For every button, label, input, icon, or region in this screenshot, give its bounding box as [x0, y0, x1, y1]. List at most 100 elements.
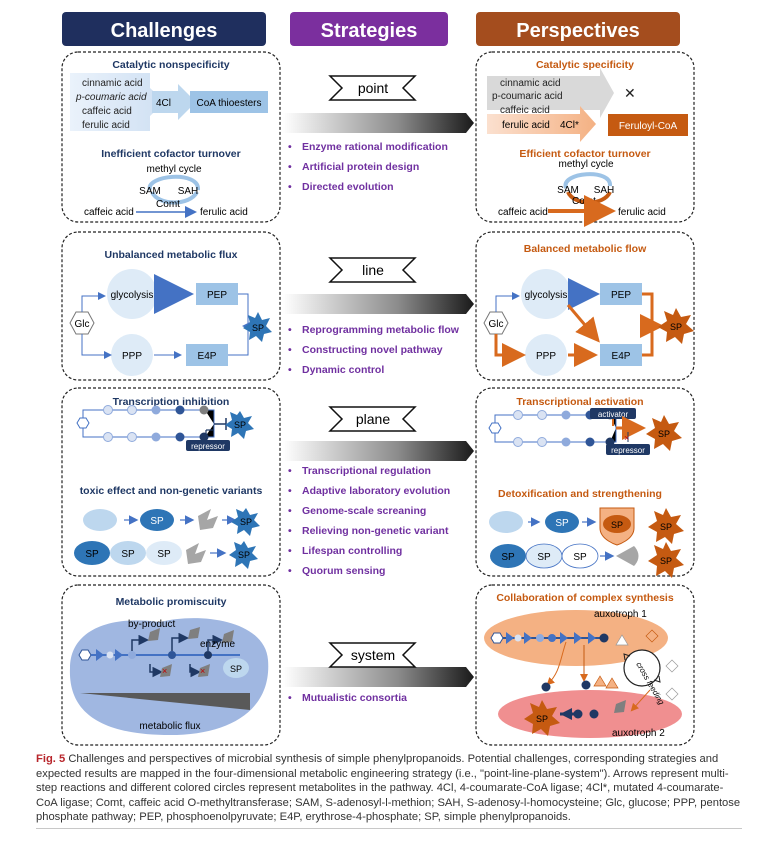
svg-text:CoA thioesters: CoA thioesters — [196, 98, 261, 109]
caption-label: Fig. 5 — [36, 753, 66, 765]
svg-text:PPP: PPP — [536, 351, 556, 362]
perspective-catalytic: Catalytic specificity cinnamic acid p-co… — [487, 59, 688, 227]
svg-text:SAM: SAM — [139, 186, 161, 197]
svg-text:SP: SP — [611, 520, 623, 530]
svg-text:glycolysis: glycolysis — [111, 290, 154, 301]
strategies-line: • Reprogramming metabolic flow • Construct… — [288, 324, 460, 376]
svg-text:SP: SP — [660, 556, 672, 566]
svg-text:Perspectives: Perspectives — [516, 20, 639, 42]
svg-text:SP: SP — [85, 549, 99, 560]
svg-text:line: line — [362, 262, 384, 278]
svg-text:activator: activator — [598, 410, 629, 419]
svg-text:Strategies: Strategies — [321, 20, 418, 42]
svg-text:E4P: E4P — [612, 351, 631, 362]
challenge-flux: Unbalanced metabolic flux glycolysis PPP… — [69, 249, 272, 376]
svg-text:SP: SP — [670, 322, 682, 332]
svg-text:×: × — [200, 666, 205, 676]
svg-text:•: • — [288, 161, 292, 173]
svg-text:p-coumaric acid: p-coumaric acid — [75, 92, 147, 103]
panel-frames — [61, 51, 695, 746]
svg-text:Feruloyl-CoA: Feruloyl-CoA — [619, 121, 678, 132]
svg-text:•: • — [288, 505, 292, 517]
level-system: system — [283, 642, 474, 687]
svg-text:SP: SP — [658, 429, 670, 439]
svg-text:•: • — [288, 525, 292, 537]
svg-text:•: • — [288, 465, 292, 477]
svg-text:Glc: Glc — [489, 319, 504, 330]
svg-text:×: × — [162, 666, 167, 676]
svg-text:Catalytic specificity: Catalytic specificity — [536, 59, 634, 71]
svg-text:caffeic acid: caffeic acid — [82, 106, 132, 117]
svg-text:PEP: PEP — [611, 290, 631, 301]
svg-text:SP: SP — [150, 516, 164, 527]
figure-5: Challenges Strategies Perspectives point… — [61, 12, 695, 746]
svg-text:Balanced metabolic flow: Balanced metabolic flow — [524, 243, 647, 255]
svg-text:•: • — [288, 692, 292, 704]
svg-text:auxotroph 1: auxotroph 1 — [594, 609, 647, 620]
svg-text:caffeic acid: caffeic acid — [498, 207, 548, 218]
svg-text:Metabolic promiscuity: Metabolic promiscuity — [116, 596, 227, 608]
svg-text:SP: SP — [536, 714, 548, 724]
svg-text:E4P: E4P — [198, 351, 217, 362]
perspective-transcription: Transcriptional activation activator × r… — [488, 396, 684, 578]
svg-text:ferulic acid: ferulic acid — [82, 120, 130, 131]
svg-text:✕: ✕ — [624, 85, 636, 101]
svg-text:Inefficient cofactor turnover: Inefficient cofactor turnover — [101, 148, 240, 160]
svg-text:Artificial protein design: Artificial protein design — [302, 161, 419, 173]
svg-text:repressor: repressor — [191, 442, 225, 451]
svg-text:caffeic acid: caffeic acid — [84, 207, 134, 218]
svg-text:Unbalanced metabolic flux: Unbalanced metabolic flux — [104, 249, 237, 261]
svg-text:4Cl: 4Cl — [156, 98, 171, 109]
strategies-system: •Mutualistic consortia — [288, 692, 407, 704]
svg-text:SP: SP — [660, 522, 672, 532]
svg-text:PEP: PEP — [207, 290, 227, 301]
svg-text:•: • — [288, 141, 292, 153]
figure-caption: Fig. 5 Challenges and perspectives of mi… — [36, 752, 742, 825]
svg-text:Constructing novel pathway: Constructing novel pathway — [302, 344, 443, 356]
svg-text:•: • — [288, 324, 292, 336]
caption-text: Challenges and perspectives of microbial… — [36, 753, 741, 824]
svg-text:p-coumaric acid: p-coumaric acid — [492, 91, 563, 102]
svg-text:SP: SP — [234, 420, 246, 430]
svg-text:ferulic acid: ferulic acid — [618, 207, 666, 218]
svg-text:Adaptive laboratory evolution: Adaptive laboratory evolution — [302, 485, 450, 497]
challenge-catalytic: Catalytic nonspecificity cinnamic acid p… — [70, 59, 268, 218]
strategy-lists: •Enzyme rational modification •Artificia… — [288, 141, 460, 704]
perspective-flow: Balanced metabolic flow glycolysis PPP G… — [483, 243, 694, 376]
level-point: point — [283, 75, 474, 133]
svg-text:Catalytic nonspecificity: Catalytic nonspecificity — [112, 59, 229, 71]
svg-text:ferulic acid: ferulic acid — [200, 207, 248, 218]
header-strategies: Strategies — [290, 12, 448, 46]
svg-text:methyl cycle: methyl cycle — [146, 164, 201, 175]
level-line: line — [283, 257, 474, 314]
svg-text:PPP: PPP — [122, 351, 142, 362]
svg-text:auxotroph 2: auxotroph 2 — [612, 728, 665, 739]
svg-text:caffeic acid: caffeic acid — [500, 105, 550, 116]
svg-text:SP: SP — [501, 552, 515, 563]
svg-text:Transcriptional activation: Transcriptional activation — [516, 396, 643, 408]
svg-text:Transcriptional regulation: Transcriptional regulation — [302, 465, 431, 477]
svg-text:Reprogramming metabolic flow: Reprogramming metabolic flow — [302, 324, 460, 336]
svg-text:SP: SP — [240, 517, 252, 527]
svg-text:4Cl*: 4Cl* — [560, 120, 579, 131]
svg-text:cinnamic acid: cinnamic acid — [500, 78, 561, 89]
svg-text:SP: SP — [238, 550, 250, 560]
svg-text:Relieving non-genetic variant: Relieving non-genetic variant — [302, 525, 449, 537]
svg-text:Dynamic control: Dynamic control — [302, 364, 384, 376]
header-perspectives: Perspectives — [476, 12, 680, 46]
svg-text:SP: SP — [157, 549, 171, 560]
svg-text:Lifespan controlling: Lifespan controlling — [302, 545, 402, 557]
svg-text:plane: plane — [356, 411, 390, 427]
level-plane: plane — [283, 406, 474, 461]
svg-text:•: • — [288, 364, 292, 376]
svg-text:•: • — [288, 344, 292, 356]
svg-text:Challenges: Challenges — [111, 20, 218, 42]
svg-text:SAH: SAH — [178, 186, 199, 197]
svg-text:Comt: Comt — [572, 196, 596, 207]
svg-text:Glc: Glc — [75, 319, 90, 330]
svg-text:system: system — [351, 647, 395, 663]
svg-text:point: point — [358, 80, 388, 96]
svg-text:by-product: by-product — [128, 619, 175, 630]
svg-text:SP: SP — [555, 518, 569, 529]
header-challenges: Challenges — [62, 12, 266, 46]
